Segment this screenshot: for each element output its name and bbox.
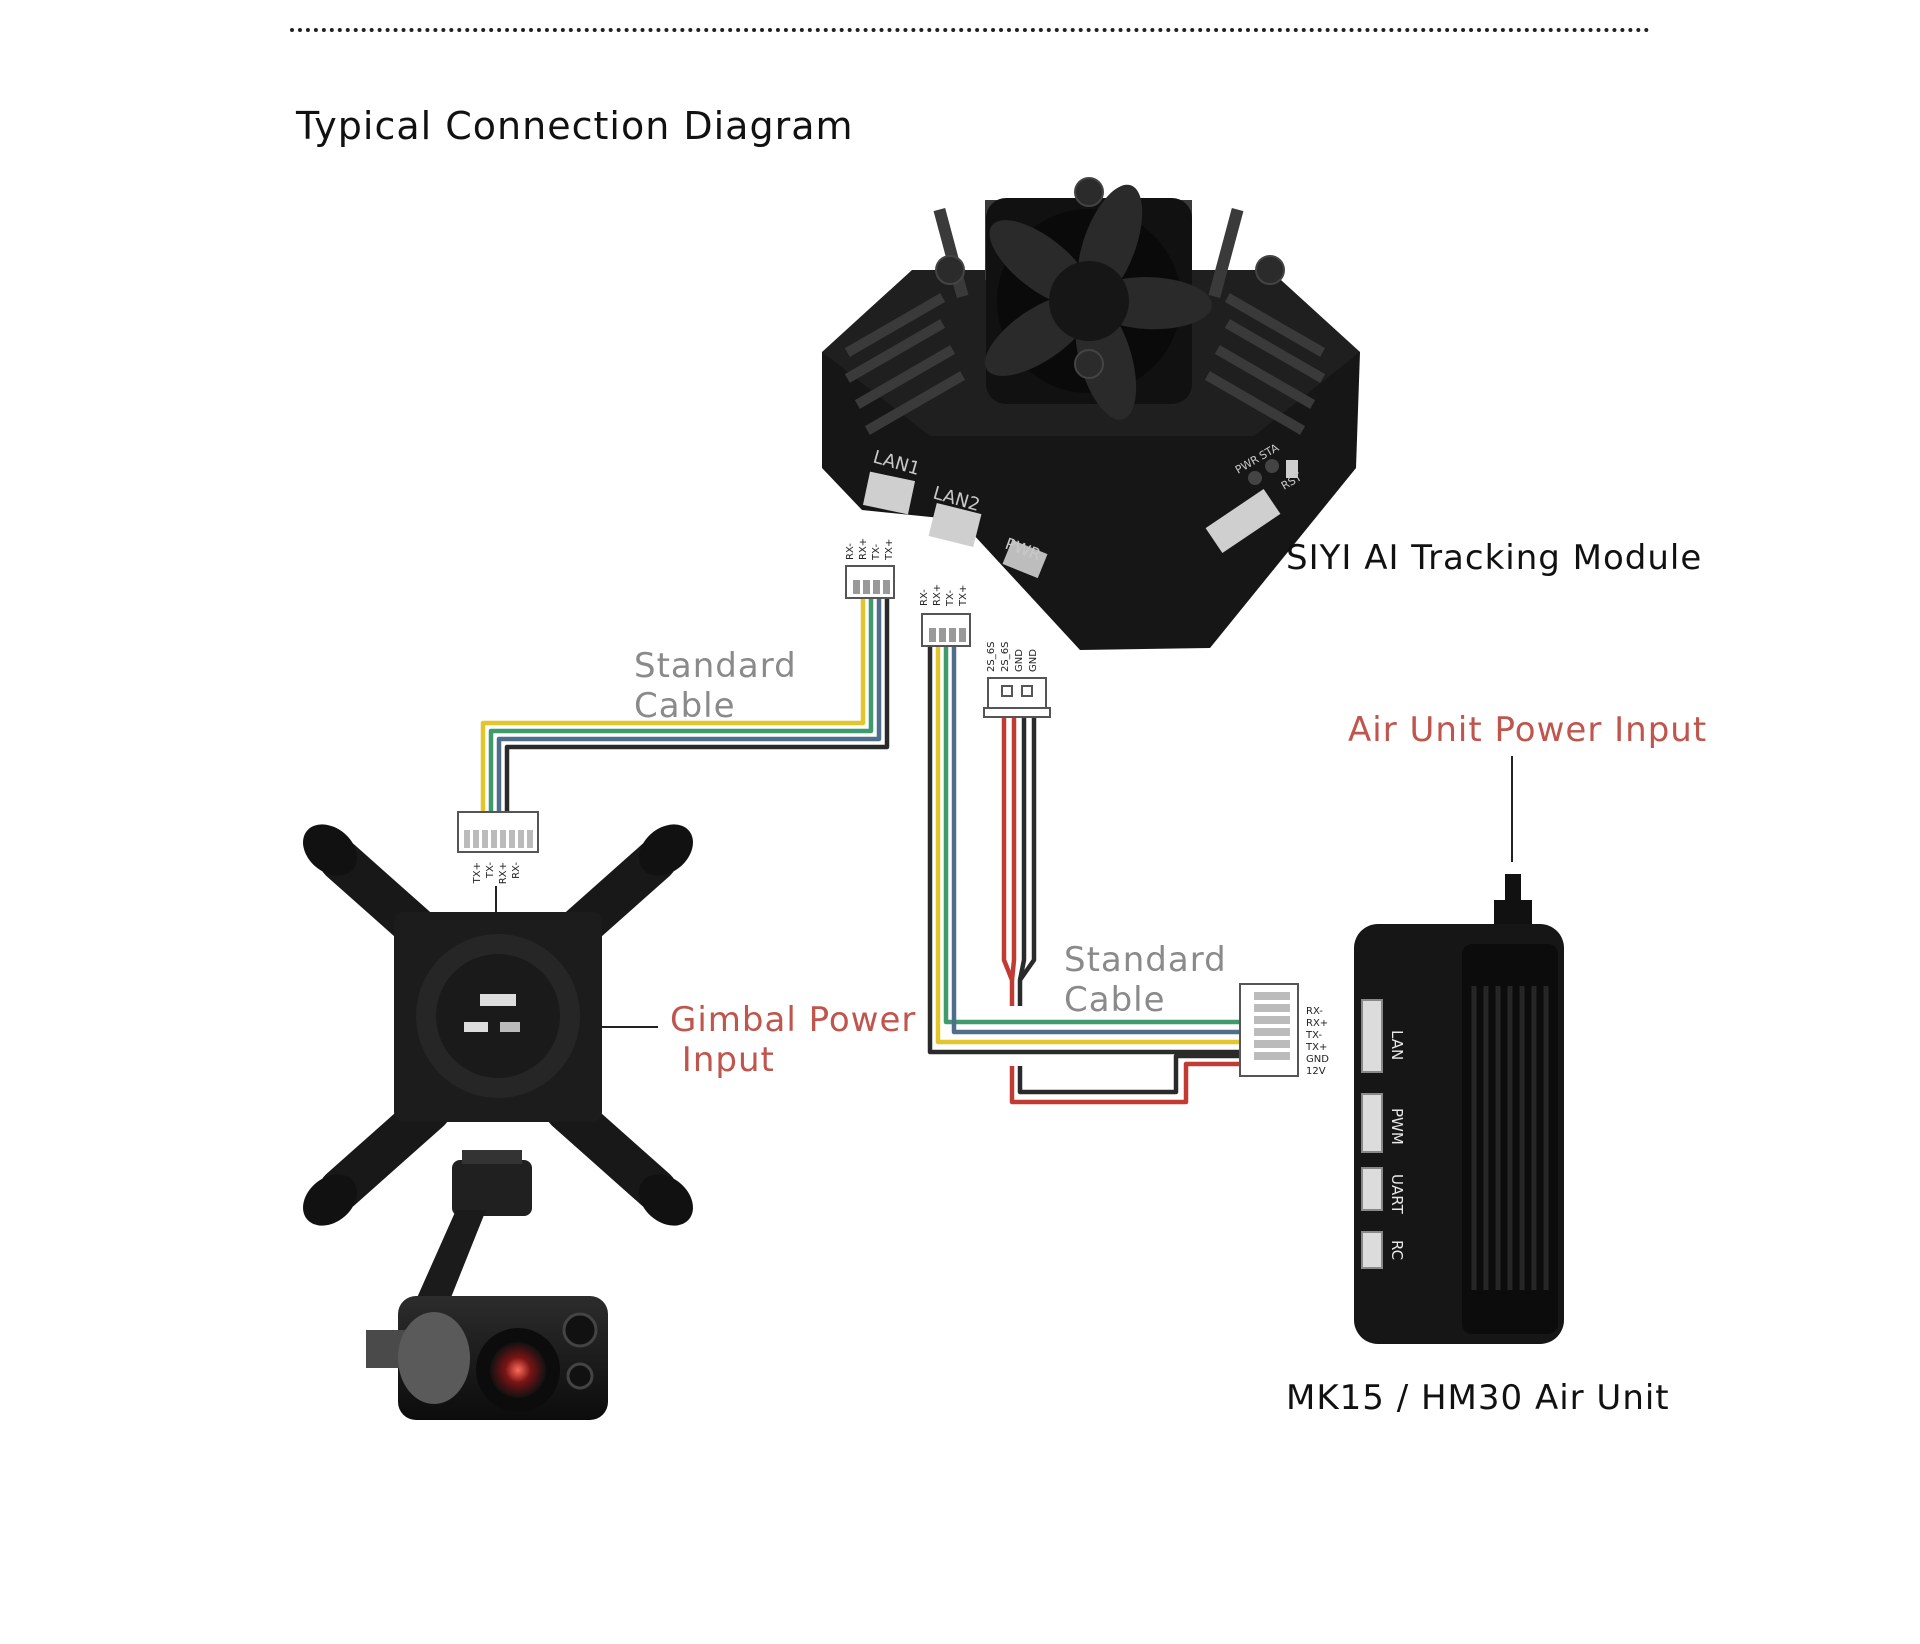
air-unit-pin-1: RX-: [1306, 1006, 1323, 1017]
lan1-pin-3: TX-: [871, 544, 882, 561]
gimbal-connector: [457, 811, 539, 853]
gimbal-power-label: Gimbal Power Input: [670, 1000, 917, 1080]
lan1-cable: [480, 598, 890, 812]
gimbal-camera-illustration: [366, 1150, 608, 1420]
air-unit-label: MK15 / HM30 Air Unit: [1286, 1378, 1670, 1418]
lan2-pin-4: TX+: [958, 585, 969, 607]
air-unit-port-pwm: PWM: [1388, 1108, 1406, 1145]
lan2-cable: [927, 646, 1240, 1055]
dotted-divider: [290, 28, 1650, 32]
lan2-pin-1: RX-: [919, 589, 930, 606]
air-unit-pin-3: TX-: [1305, 1030, 1322, 1041]
air-unit-pin-6: 12V: [1306, 1066, 1326, 1077]
power-cable: [1001, 717, 1240, 1105]
air-unit-pin-5: GND: [1306, 1054, 1329, 1065]
tracking-module-label: SIYI AI Tracking Module: [1286, 538, 1703, 578]
page-title: Typical Connection Diagram: [296, 104, 854, 148]
lan1-pin-1: RX-: [845, 543, 856, 560]
lan1-connector: [845, 565, 895, 599]
power-pin-4: GND: [1028, 649, 1039, 672]
gimbal-pin-1: TX+: [472, 862, 483, 884]
lan2-connector: [921, 613, 971, 647]
air-unit-port-uart: UART: [1388, 1174, 1406, 1215]
power-pin-3: GND: [1014, 649, 1025, 672]
gimbal-pin-2: TX-: [485, 862, 496, 879]
lan2-pin-2: RX+: [932, 584, 943, 606]
tracking-module-illustration: LAN1 LAN2 PWR PWR STA RST: [822, 177, 1360, 650]
air-unit-port-lan: LAN: [1388, 1030, 1406, 1060]
power-pin-2: 2S_6S: [1000, 642, 1011, 672]
air-unit-pin-2: RX+: [1306, 1018, 1328, 1029]
air-unit-illustration: LAN PWM UART RC: [1354, 874, 1564, 1344]
air-unit-power-label: Air Unit Power Input: [1348, 710, 1708, 750]
gimbal-mount-illustration: [303, 824, 693, 1226]
air-unit-pin-4: TX+: [1305, 1042, 1327, 1053]
power-connector: [983, 677, 1051, 718]
air-unit-port-rc: RC: [1388, 1240, 1406, 1260]
lan1-pin-4: TX+: [884, 539, 895, 561]
gimbal-pin-3: RX+: [498, 862, 509, 884]
gimbal-pin-4: RX-: [511, 862, 522, 879]
power-pin-1: 2S_6S: [986, 642, 997, 672]
lan2-pin-3: TX-: [945, 590, 956, 607]
air-unit-connector: [1239, 983, 1299, 1077]
lan1-pin-2: RX+: [858, 538, 869, 560]
standard-cable-label-1: Standard Cable: [634, 646, 797, 726]
standard-cable-label-2: Standard Cable: [1064, 940, 1227, 1020]
